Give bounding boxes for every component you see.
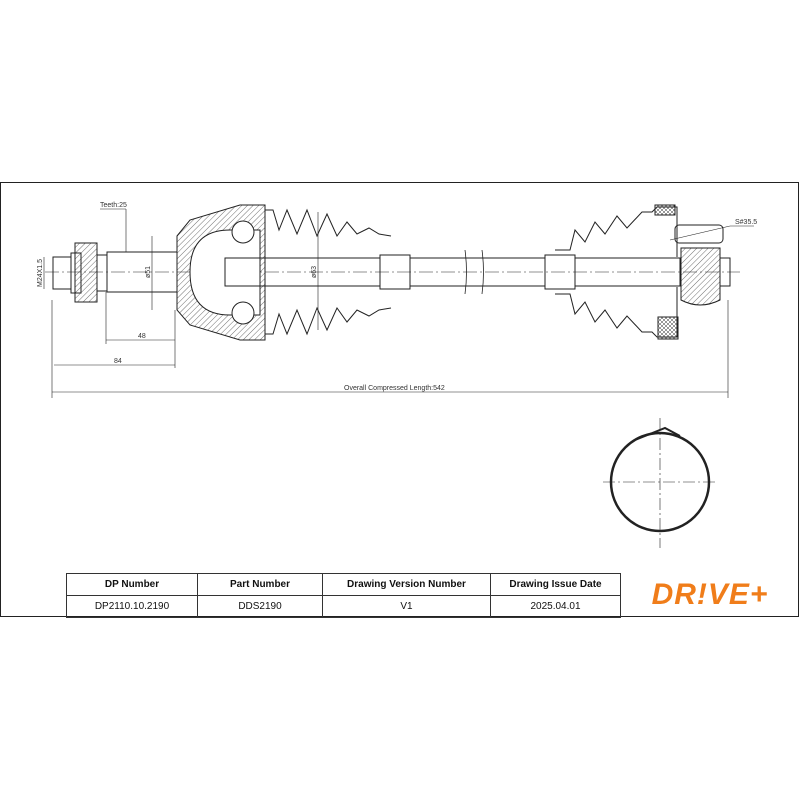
- spline-label: S#35.5: [735, 219, 757, 226]
- drive-plus-logo: DR!VE+: [620, 573, 800, 617]
- ball: [231, 220, 255, 244]
- dimension-lines: [43, 208, 754, 398]
- clamp-end-view: [603, 418, 718, 548]
- diameter-63-label: ø63: [311, 266, 318, 278]
- drawing-version-value: V1: [322, 595, 491, 618]
- header-issue-date: Drawing Issue Date: [490, 573, 621, 596]
- dim-48-label: 48: [138, 333, 146, 340]
- dim-84-label: 84: [114, 358, 122, 365]
- title-block-table: DP Number Part Number Drawing Version Nu…: [66, 573, 621, 618]
- part-number-value: DDS2190: [197, 595, 323, 618]
- header-part-number: Part Number: [197, 573, 323, 596]
- inner-shaft: [574, 257, 681, 287]
- dp-number-value: DP2110.10.2190: [66, 595, 198, 618]
- thread-nut: [52, 242, 108, 303]
- diameter-51-label: ø51: [145, 266, 152, 278]
- issue-date-value: 2025.04.01: [490, 595, 621, 618]
- teeth-label: Teeth:25: [100, 202, 127, 209]
- thread-label: M24X1.5: [37, 259, 44, 287]
- header-drawing-version: Drawing Version Number: [322, 573, 491, 596]
- outer-boot-bottom: [265, 306, 392, 336]
- outer-boot-top: [265, 208, 392, 238]
- ball: [231, 301, 255, 325]
- overall-length-label: Overall Compressed Length:542: [344, 385, 445, 392]
- tripod-roller: [674, 224, 724, 244]
- tripod-body: [680, 247, 721, 306]
- logo-text: DR!VE+: [651, 578, 769, 611]
- header-dp-number: DP Number: [66, 573, 198, 596]
